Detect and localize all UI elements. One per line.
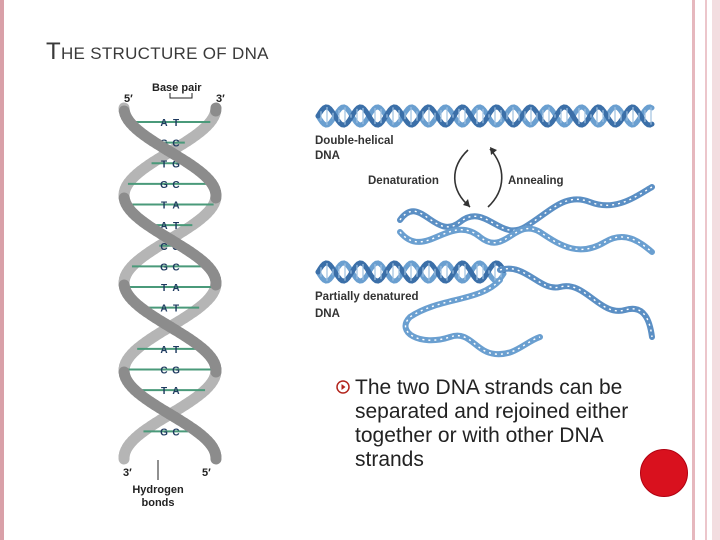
base-right: T	[173, 221, 179, 232]
single-strand-2	[400, 229, 652, 252]
base-right: C	[172, 427, 179, 438]
denaturation-figure: Double-helical DNA Denaturation Annealin…	[300, 92, 660, 382]
left-frame-border	[0, 0, 4, 540]
hydrogen-label-line2: bonds	[142, 497, 175, 509]
slide-title: THE STRUCTURE OF DNA	[46, 38, 269, 66]
partial-label: Partially denatured	[315, 291, 419, 303]
base-right: G	[172, 366, 180, 377]
base-right: A	[172, 201, 179, 212]
base-right: T	[173, 118, 179, 129]
red-circle-marker	[640, 449, 688, 497]
base-left: A	[160, 345, 167, 356]
denaturation-label: Denaturation	[368, 175, 439, 187]
base-right: A	[172, 386, 179, 397]
double-helical-label: Double-helical	[315, 135, 394, 147]
base-left: T	[161, 386, 167, 397]
single-strand-1	[400, 187, 652, 230]
right-frame-border	[712, 0, 720, 540]
base-left: C	[160, 366, 167, 377]
partial-strand-1	[500, 269, 652, 337]
double-helix-strand	[318, 107, 652, 125]
partially-denatured-helix	[318, 263, 504, 281]
title-initial: T	[46, 38, 61, 65]
base-left: T	[161, 159, 167, 170]
partial-strand-1-ticks	[500, 269, 652, 337]
right-frame-border	[692, 0, 695, 540]
base-left: G	[160, 427, 168, 438]
base-left: G	[160, 262, 168, 273]
five-prime-bottom: 5′	[202, 467, 211, 479]
base-right: T	[173, 304, 179, 315]
annealing-arrow	[488, 149, 502, 207]
denaturation-arrow	[455, 150, 470, 207]
base-right: C	[172, 180, 179, 191]
title-rest: HE STRUCTURE OF DNA	[61, 44, 269, 63]
base-left: T	[161, 283, 167, 294]
dna-helix-figure: Base pair 5′ 3′ ATGCTGGCTAATCGGCTAATATCG…	[110, 80, 240, 515]
base-left: A	[160, 304, 167, 315]
helix-front-strand	[124, 108, 216, 459]
partial-strand-2	[406, 280, 540, 354]
base-pair-label: Base pair	[152, 82, 202, 94]
right-frame-border	[705, 0, 707, 540]
helix-back-strand	[124, 108, 216, 459]
bullet-icon	[336, 380, 350, 394]
base-right: C	[172, 262, 179, 273]
three-prime-bottom: 3′	[123, 467, 132, 479]
base-left: A	[160, 118, 167, 129]
bullet-text: The two DNA strands can be separated and…	[355, 376, 655, 472]
partial-label-dna: DNA	[315, 308, 340, 320]
base-right: T	[173, 345, 179, 356]
base-right: A	[172, 283, 179, 294]
base-left: G	[160, 180, 168, 191]
double-helical-label-dna: DNA	[315, 150, 340, 162]
base-left: T	[161, 201, 167, 212]
hydrogen-label-line1: Hydrogen	[132, 484, 184, 496]
annealing-label: Annealing	[508, 175, 564, 187]
